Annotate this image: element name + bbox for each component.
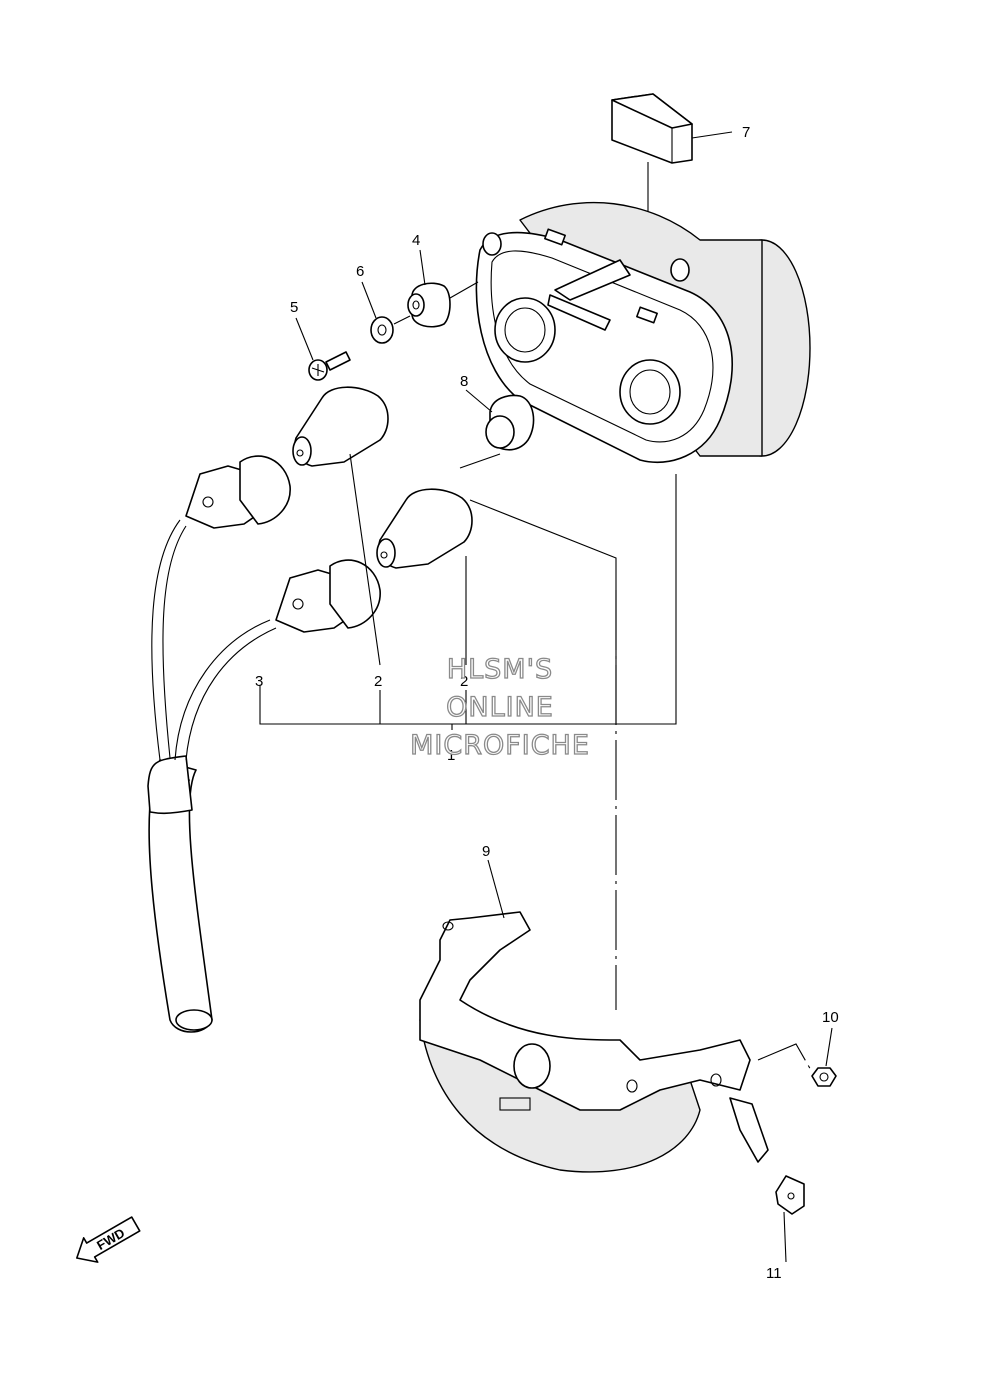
part-4-grommet — [407, 282, 451, 328]
centerline-10 — [757, 1043, 813, 1073]
part-6-washer — [370, 316, 394, 344]
axis-6 — [393, 315, 411, 325]
leader-11 — [783, 1211, 787, 1263]
axis-4 — [449, 281, 479, 299]
callout-6: 6 — [356, 263, 364, 280]
lamp-housing — [475, 201, 811, 464]
watermark-line-1: HLSM'S — [447, 654, 553, 685]
callout-9: 9 — [482, 843, 490, 860]
part-5-screw — [308, 351, 351, 381]
callout-10: 10 — [822, 1009, 839, 1026]
part-11-clip — [775, 1175, 805, 1215]
part-2-bulb-lower — [376, 488, 473, 569]
watermark: HLSM'S ONLINE MICROFICHE — [409, 653, 590, 761]
callout-5: 5 — [290, 299, 298, 316]
fwd-arrow-icon — [76, 1216, 141, 1263]
fwd-direction-marker: FWD — [76, 1216, 141, 1263]
part-10-nut — [811, 1067, 837, 1087]
part-3-socket-harness — [147, 455, 381, 1033]
part-9-cover — [419, 911, 769, 1173]
callout-2-left: 2 — [374, 673, 382, 690]
leader-7 — [691, 131, 733, 139]
callout-11: 11 — [766, 1265, 782, 1282]
callout-4: 4 — [412, 232, 420, 249]
leader-6 — [361, 281, 377, 319]
leader-5 — [295, 317, 314, 361]
watermark-line-3: MICROFICHE — [410, 730, 590, 761]
leader-10 — [825, 1027, 833, 1067]
part-7-pad — [611, 93, 693, 164]
part-8-grommet — [485, 394, 535, 451]
leader-8 — [465, 389, 493, 413]
callout-2-right: 2 — [460, 673, 468, 690]
leader-4 — [419, 249, 426, 286]
callout-7: 7 — [742, 124, 750, 141]
callout-1: 1 — [447, 747, 455, 764]
callout-8: 8 — [460, 373, 468, 390]
leader-9 — [487, 859, 505, 919]
part-2-bulb-upper — [292, 386, 389, 467]
watermark-line-2: ONLINE — [446, 692, 554, 723]
callout-3: 3 — [255, 673, 263, 690]
